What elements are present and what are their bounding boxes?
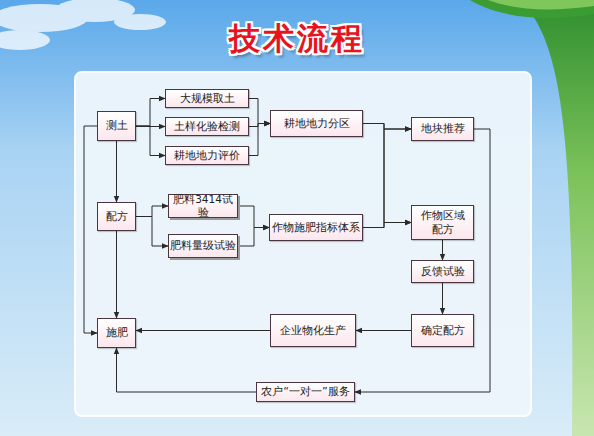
title: 技术流程	[0, 18, 594, 60]
box-label: 肥料3414试验	[169, 193, 237, 219]
flow-arrow	[249, 99, 270, 124]
flow-arrow	[136, 99, 165, 127]
box-label: 肥料量级试验	[170, 239, 236, 252]
process-box: 测土	[97, 111, 136, 141]
flow-arrow	[238, 228, 269, 247]
process-box: 肥料3414试验	[168, 194, 238, 218]
process-box: 企业物化生产	[270, 314, 356, 347]
process-box: 肥料量级试验	[168, 234, 238, 258]
process-box: 反馈试验	[411, 260, 474, 283]
process-box: 地块推荐	[411, 117, 474, 141]
flow-arrow	[363, 223, 411, 228]
box-label: 作物施肥指标体系	[272, 221, 360, 235]
process-box: 施肥	[97, 318, 136, 348]
flow-arrow	[442, 283, 443, 314]
flow-arrow	[363, 129, 411, 228]
flow-arrow	[84, 126, 97, 333]
box-label: 农户“一对一”服务	[261, 385, 349, 399]
flow-arrow	[136, 217, 168, 247]
box-label: 作物区域配方	[420, 209, 465, 237]
flow-arrow	[249, 124, 270, 156]
box-label: 施肥	[106, 326, 128, 340]
box-label: 耕地地力分区	[284, 117, 350, 131]
process-box: 确定配方	[411, 314, 474, 347]
clouds	[0, 0, 166, 50]
flow-arrow	[117, 348, 257, 392]
flow-arrow	[136, 206, 168, 217]
process-box: 农户“一对一”服务	[256, 382, 355, 402]
box-label: 反馈试验	[421, 265, 465, 279]
box-label: 地块推荐	[421, 122, 465, 136]
box-label: 土样化验检测	[174, 120, 240, 134]
process-box: 耕地地力分区	[270, 110, 363, 137]
process-box: 耕地地力评价	[165, 146, 249, 165]
process-box: 大规模取土	[165, 89, 249, 108]
box-label: 确定配方	[421, 324, 465, 338]
process-box: 土样化验检测	[165, 117, 249, 136]
flow-arrow	[238, 206, 269, 228]
process-box: 作物区域配方	[411, 205, 474, 240]
flow-arrow	[249, 124, 270, 127]
flow-arrow	[136, 126, 165, 156]
flow-arrow	[136, 126, 165, 127]
box-label: 耕地地力评价	[174, 149, 240, 163]
box-label: 测土	[106, 119, 128, 133]
process-box: 作物施肥指标体系	[269, 214, 363, 241]
flow-arrow	[442, 240, 443, 260]
panel	[75, 72, 531, 416]
green-swoosh	[470, 0, 594, 18]
flow-arrow	[355, 129, 490, 392]
box-label: 企业物化生产	[280, 324, 346, 338]
flow-arrow	[116, 231, 117, 318]
box-label: 配方	[106, 210, 128, 224]
process-box: 配方	[97, 202, 136, 231]
flow-arrow	[363, 124, 411, 223]
flow-arrow	[363, 124, 411, 130]
green-swoosh-light	[488, 0, 594, 9]
box-label: 大规模取土	[180, 92, 235, 106]
flow-arrow	[356, 330, 411, 331]
flow-arrow	[116, 141, 117, 202]
flow-arrow	[136, 330, 270, 331]
